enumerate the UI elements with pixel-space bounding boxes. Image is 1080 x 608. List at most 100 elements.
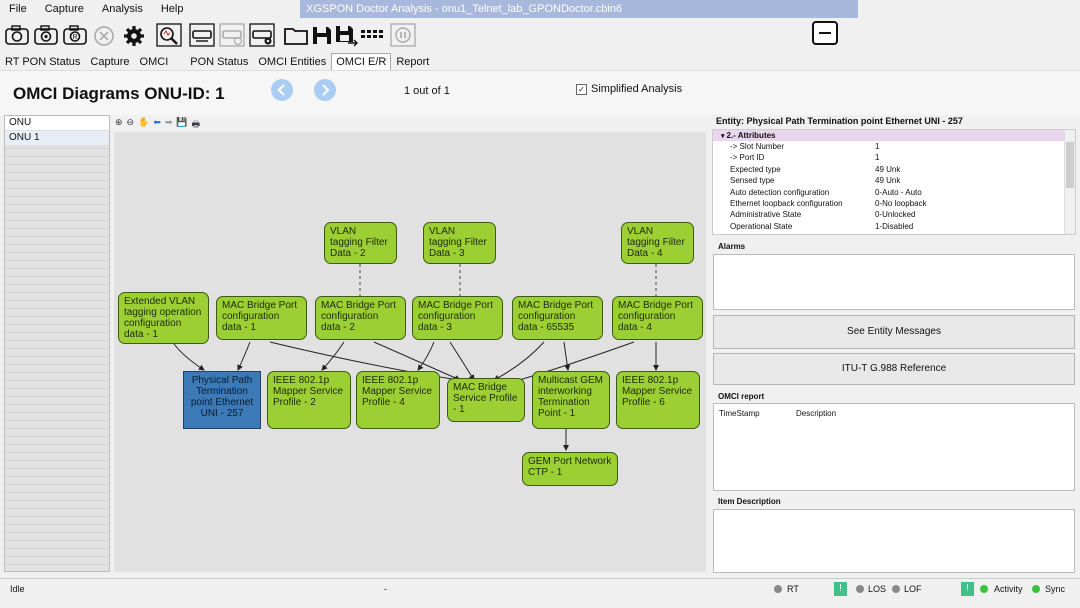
diagram-node[interactable]: MAC Bridge Service Profile - 1 [447,378,525,422]
diagram-node[interactable]: IEEE 802.1p Mapper Service Profile - 6 [616,371,700,429]
itu-reference-button[interactable]: ITU-T G.988 Reference [713,353,1075,385]
stop-icon[interactable] [91,22,117,48]
back-arrow-icon[interactable]: ⬅ [153,117,161,127]
list-item[interactable]: ONU [5,116,109,131]
diagram-node[interactable]: VLAN tagging Filter Data - 3 [423,222,496,264]
sync-label: Sync [1045,584,1066,594]
grid-icon[interactable] [359,22,385,48]
diagram-node[interactable]: IEEE 802.1p Mapper Service Profile - 4 [356,371,440,429]
diagram-node[interactable]: MAC Bridge Port configuration data - 3 [412,296,503,340]
diagram-node[interactable]: Multicast GEM interworking Termination P… [532,371,610,429]
see-entity-messages-button[interactable]: See Entity Messages [713,315,1075,349]
los-label: LOS [868,584,887,594]
next-button[interactable] [314,79,336,101]
menu-capture[interactable]: Capture [44,3,84,15]
alarms-box[interactable] [713,254,1075,310]
diagram-node[interactable]: IEEE 802.1p Mapper Service Profile - 2 [267,371,351,429]
diagram-node[interactable]: GEM Port Network CTP - 1 [522,452,618,486]
camera-record-icon[interactable] [33,22,59,48]
diagram-node[interactable]: MAC Bridge Port configuration data - 1 [216,296,307,340]
status-bar [0,578,1080,608]
tab-omci[interactable]: OMCI [139,56,169,68]
lof-indicator [892,585,900,593]
entity-title: Entity: Physical Path Termination point … [716,116,963,126]
scrollbar-thumb[interactable] [1066,142,1074,188]
diagram-node-selected[interactable]: Physical Path Termination point Ethernet… [183,371,261,429]
camera-icon[interactable] [4,22,30,48]
zoom-in-icon[interactable]: ⊕ [115,117,123,127]
status-info-icon: ! [834,582,847,596]
tab-capture[interactable]: Capture [90,56,130,68]
gear-icon[interactable] [121,22,147,48]
search-analysis-icon[interactable] [156,22,182,48]
simplified-checkbox[interactable]: ✓ [576,83,587,95]
chevron-right-icon [322,84,330,96]
simplified-label: Simplified Analysis [591,83,683,95]
zoom-out-icon[interactable]: ⊖ [126,117,135,127]
tab-strip: RT PON Status Capture OMCI PON Status OM… [0,53,434,70]
activity-label: Activity [994,584,1023,594]
tab-pon-status[interactable]: PON Status [190,56,249,68]
save-icon[interactable] [309,22,335,48]
activity-indicator [980,585,988,593]
svg-text:R: R [73,34,78,41]
diagram-node[interactable]: MAC Bridge Port configuration data - 655… [512,296,603,340]
column-header-timestamp[interactable]: TimeStamp [719,409,760,418]
rt-label: RT [787,584,799,594]
menu-help[interactable]: Help [160,3,184,15]
save-diagram-icon[interactable]: 💾 [176,117,188,127]
diagram-toolbar: ⊕ ⊖ ✋ ⬅ ➡ 💾 🖶 [115,117,200,129]
diagram-node[interactable]: MAC Bridge Port configuration data - 2 [315,296,406,340]
print-icon[interactable]: 🖶 [191,119,201,129]
window-title: XGSPON Doctor Analysis - onu1_Telnet_lab… [300,0,858,18]
folder-icon[interactable] [283,22,309,48]
collapse-icon[interactable]: ▾ [721,133,727,140]
item-description-label: Item Description [718,497,781,506]
page-title: OMCI Diagrams ONU-ID: 1 [13,84,225,103]
tab-report[interactable]: Report [396,56,430,68]
menu-analysis[interactable]: Analysis [101,3,143,15]
lof-label: LOF [904,584,922,594]
diagram-node[interactable]: MAC Bridge Port configuration data - 4 [612,296,703,340]
column-header-description[interactable]: Description [796,409,837,418]
hand-icon[interactable]: ✋ [138,117,150,127]
prev-button[interactable] [271,79,293,101]
rt-indicator [774,585,782,593]
onu-list: ONU ONU 1 [4,115,110,572]
list-item[interactable]: ONU 1 [5,131,109,146]
diagram-node[interactable]: Extended VLAN tagging operation configur… [118,292,209,344]
header-panel [0,70,1080,115]
simplified-analysis-toggle[interactable]: ✓ Simplified Analysis [576,83,682,95]
alarms-label: Alarms [718,242,746,251]
tab-omci-entities[interactable]: OMCI Entities [258,56,327,68]
item-description-box [713,509,1075,573]
menu-file[interactable]: File [9,3,27,15]
attributes-scrollbar[interactable] [1064,130,1075,234]
omci-report-table[interactable]: TimeStamp Description [713,403,1075,491]
tab-rt-pon-status[interactable]: RT PON Status [5,56,81,68]
attributes-section-header[interactable]: ▾ 2.- Attributes [713,130,1075,141]
pause-icon[interactable] [390,22,416,48]
diagram-node[interactable]: VLAN tagging Filter Data - 2 [324,222,397,264]
device-add-icon[interactable] [219,22,245,48]
camera-replay-icon[interactable]: R [62,22,88,48]
minimize-icon[interactable] [812,21,838,45]
tab-omci-er[interactable]: OMCI E/R [331,53,392,70]
status-text: Idle [10,584,25,594]
forward-arrow-icon[interactable]: ➡ [164,117,173,127]
chevron-left-icon [277,84,285,96]
diagram-edges [173,264,659,451]
diagram-node[interactable]: VLAN tagging Filter Data - 4 [621,222,694,264]
save-as-icon[interactable] [333,22,359,48]
device-settings-icon[interactable] [249,22,275,48]
device-icon[interactable] [189,22,215,48]
